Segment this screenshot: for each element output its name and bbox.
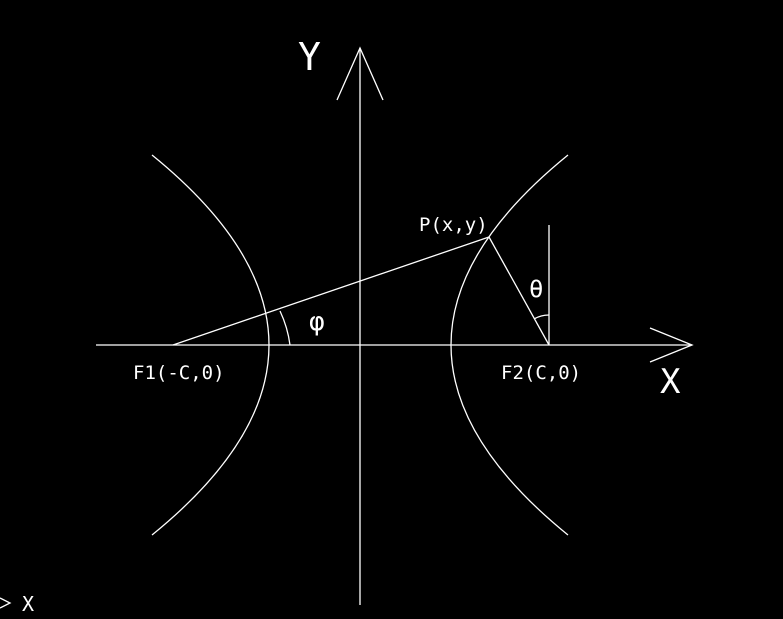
hyperbola-right-branch bbox=[450, 154, 569, 536]
focus-f2-label: F2(C,0) bbox=[501, 362, 581, 384]
line-f1-to-p bbox=[172, 236, 490, 346]
line-p-to-f2 bbox=[488, 236, 550, 346]
y-axis-label: Y bbox=[298, 35, 321, 79]
angle-phi-label: φ bbox=[309, 307, 325, 337]
angle-theta-label: θ bbox=[529, 275, 543, 303]
y-axis-arrowhead bbox=[336, 46, 384, 101]
hyperbola-left-branch bbox=[151, 154, 270, 536]
ucs-arrow-icon bbox=[0, 597, 12, 609]
focus-f1-label: F1(-C,0) bbox=[133, 362, 225, 384]
ucs-x-label: X bbox=[22, 592, 34, 616]
point-p-label: P(x,y) bbox=[419, 214, 488, 236]
angle-phi-arc bbox=[279, 310, 291, 346]
x-axis-label: X bbox=[660, 362, 681, 402]
x-axis-arrowhead bbox=[649, 327, 694, 363]
angle-theta-arc bbox=[533, 314, 550, 320]
